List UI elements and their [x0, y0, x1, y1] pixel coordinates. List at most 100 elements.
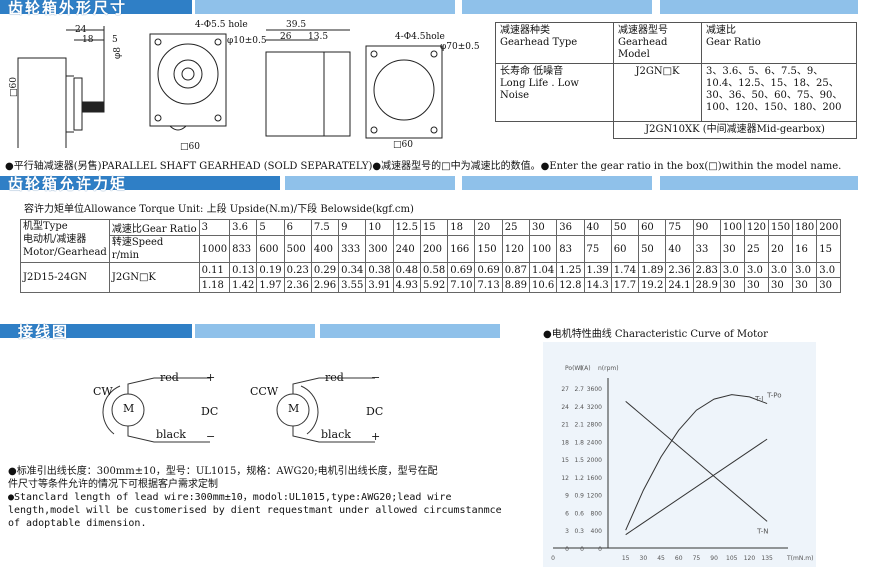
- x-tick-label: 120: [744, 555, 756, 562]
- mid-gearbox: J2GN10XK (中间减速器Mid-gearbox): [645, 124, 825, 135]
- torque-upper-cell: 0.13: [229, 262, 258, 278]
- cw-wiring-diagram: [102, 377, 210, 443]
- side-view-drawing: [17, 26, 105, 148]
- section-bar-fill: [195, 0, 455, 14]
- speed-cell: 400: [310, 235, 340, 263]
- torque-upper-cell: 1.89: [638, 262, 667, 278]
- speed-cell: 60: [610, 235, 640, 263]
- series-label: T-Po: [766, 392, 781, 400]
- y-tick-label: 0.9: [574, 493, 584, 500]
- wire-note-en-3: of adoptable dimension.: [8, 518, 147, 529]
- wire-note-cn-2: 件尺寸等条件允许的情况下可根据客户需求定制: [8, 479, 218, 490]
- dim-13-5: 13.5: [308, 32, 329, 42]
- feature-cn: 长寿命 低噪音: [500, 66, 564, 77]
- x-tick-label: 60: [675, 555, 683, 562]
- ratio-cell: 7.5: [310, 219, 340, 236]
- speed-cell: 200: [419, 235, 449, 263]
- ratio-cell: 9: [338, 219, 367, 236]
- torque-upper-cell: 1.04: [528, 262, 558, 278]
- ratio-cell: 36: [556, 219, 585, 236]
- speed-cell: 20: [768, 235, 794, 263]
- y-tick-label: 3200: [587, 404, 602, 411]
- col-type-en: Gearhead Type: [500, 37, 578, 48]
- ccw-label: CCW: [250, 385, 279, 398]
- wire-notes: ●标准引出线长度：300mm±10，型号：UL1015，规格：AWG20;电机引…: [8, 465, 502, 530]
- torque-lower-cell: 30: [816, 277, 842, 293]
- torque-lower-cell: 7.10: [447, 277, 476, 293]
- x-tick-label: 75: [693, 555, 701, 562]
- speed-cell: 120: [501, 235, 531, 263]
- col-ratio-cn: 减速比: [706, 25, 736, 36]
- torque-lower-cell: 7.13: [474, 277, 503, 293]
- torque-upper-cell: 3.0: [743, 262, 770, 278]
- ccw-dc: DC: [366, 405, 384, 418]
- ratio-cell: 3: [198, 219, 231, 236]
- y-tick-label: 2000: [587, 457, 602, 464]
- torque-lower-cell: 1.18: [198, 277, 231, 293]
- y-tick-label: 24: [561, 404, 569, 411]
- speed-cell: 15: [816, 235, 842, 263]
- speed-cell: 75: [583, 235, 612, 263]
- speed-cell: 50: [638, 235, 667, 263]
- torque-upper-cell: 3.0: [719, 262, 745, 278]
- torque-upper-cell: 0.34: [338, 262, 367, 278]
- x-axis-label: T(mN.m): [786, 555, 813, 562]
- series-line-t-i: [625, 438, 768, 536]
- section-title-dims: 齿轮箱外形尺寸: [8, 0, 128, 17]
- speed-cell: 25: [743, 235, 770, 263]
- speed-cell: 30: [719, 235, 745, 263]
- y-tick-label: 1200: [587, 493, 602, 500]
- cw-label: CW: [93, 385, 113, 398]
- ccw-minus: −: [371, 371, 381, 384]
- ratio-cell: 200: [816, 219, 842, 236]
- dim-phi70: φ70±0.5: [440, 42, 480, 52]
- front-view-drawing: [149, 33, 227, 131]
- torque-lower-cell: 1.97: [256, 277, 285, 293]
- ratio-cell: 120: [743, 219, 770, 236]
- ratio-cell: 12.5: [392, 219, 421, 236]
- x-tick-label: 105: [726, 555, 738, 562]
- section-title-torque: 齿轮箱允许力矩: [8, 175, 128, 193]
- y-tick-label: 0: [565, 546, 569, 553]
- ratio-cell: 90: [692, 219, 721, 236]
- dim-phi10: φ10±0.5: [227, 36, 267, 46]
- motor-m-cw: M: [123, 402, 135, 415]
- torque-upper-cell: 0.29: [310, 262, 340, 278]
- ratio-cell: 40: [583, 219, 612, 236]
- ratio-cell: 150: [768, 219, 794, 236]
- torque-lower-cell: 4.93: [392, 277, 421, 293]
- dim-60-side: □60: [8, 77, 19, 97]
- gearhead-model: J2GN□K: [635, 66, 680, 77]
- x-tick-label: 30: [640, 555, 648, 562]
- motor-model: J2D15-24GN: [20, 262, 110, 293]
- section-title-wiring: 接线图: [18, 323, 70, 341]
- torque-upper-cell: 0.58: [419, 262, 449, 278]
- x-tick-label: 0: [551, 555, 555, 562]
- x-tick-label: 15: [622, 555, 630, 562]
- torque-lower-cell: 2.96: [310, 277, 340, 293]
- dim-60-front: □60: [180, 142, 200, 152]
- y-tick-label: 1600: [587, 475, 602, 482]
- ratio-cell: 10: [365, 219, 394, 236]
- torque-lower-cell: 14.3: [583, 277, 612, 293]
- y-tick-label: 0: [598, 546, 602, 553]
- y-tick-label: 1.2: [574, 475, 584, 482]
- torque-lower-cell: 12.8: [556, 277, 585, 293]
- speed-cell: 600: [256, 235, 285, 263]
- torque-lower-cell: 5.92: [419, 277, 449, 293]
- cw-red: red: [160, 371, 179, 384]
- torque-lower-cell: 30: [743, 277, 770, 293]
- torque-lower-cell: 3.55: [338, 277, 367, 293]
- dim-26: 26: [280, 32, 292, 42]
- torque-upper-cell: 0.19: [256, 262, 285, 278]
- torque-upper-cell: 1.39: [583, 262, 612, 278]
- y-tick-label: 6: [565, 510, 569, 517]
- section-bar-fill: [660, 0, 858, 14]
- ratio-cell: 180: [792, 219, 818, 236]
- section-bar-dims: [0, 0, 192, 14]
- curve-title: ●电机特性曲线 Characteristic Curve of Motor: [543, 329, 768, 340]
- note-line: ●平行轴减速器(另售)PARALLEL SHAFT GEARHEAD (SOLD…: [5, 161, 842, 172]
